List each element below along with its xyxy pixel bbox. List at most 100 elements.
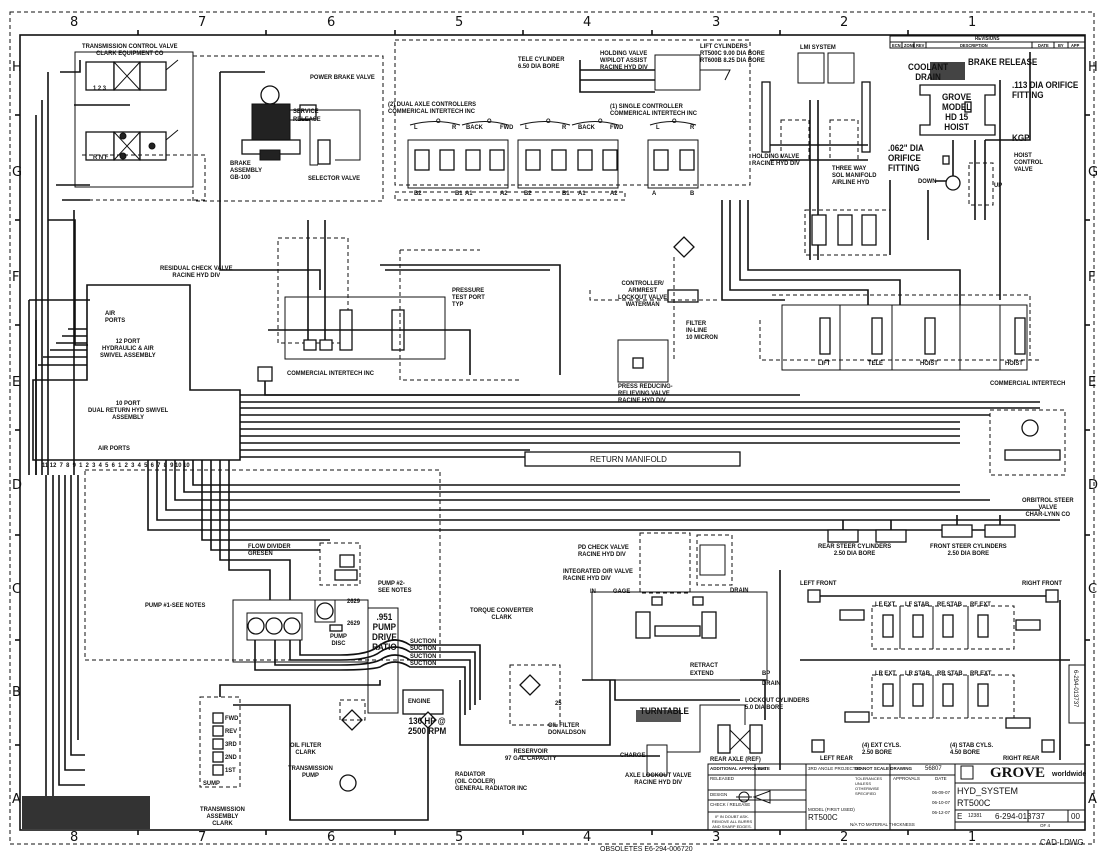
label-left-rear: LEFT REAR	[820, 755, 853, 762]
label-commercial-intertech-inc: COMMERCIAL INTERTECH INC	[287, 370, 374, 377]
residual-check-valve	[257, 366, 273, 382]
label-left-front: LEFT FRONT	[800, 580, 837, 587]
zone-col-7: 7	[198, 15, 207, 30]
transmission-assembly	[199, 680, 381, 820]
turntable-lockout	[520, 704, 763, 776]
label-holding-valve-pilot: HOLDING VALVE W/PILOT ASSIST RACINE HYD …	[600, 50, 648, 71]
label-tele-cylinder: TELE CYLINDER 6.50 DIA BORE	[518, 56, 565, 70]
zone-ticks	[15, 30, 1090, 835]
label-pump-disc: PUMP DISC	[330, 633, 347, 647]
label-rr-stab: RR STAB	[937, 670, 963, 677]
label-drain: DRAIN	[730, 587, 749, 594]
zone-row-d-right: D	[1088, 478, 1099, 493]
label-ratio-value-1: 2629	[347, 598, 361, 605]
label-drain-2: DRAIN	[762, 680, 781, 687]
ctrl2-right: FWD	[500, 124, 514, 131]
port-a2-2: A2	[610, 190, 618, 197]
pump-region-outline	[84, 469, 441, 661]
zone-row-h-right: H	[1088, 60, 1098, 75]
zone-col-2: 2	[840, 15, 849, 30]
integrated-or-valve	[582, 532, 768, 720]
outrigger-cylinders	[779, 570, 1070, 770]
label-lmi-system: LMI SYSTEM	[800, 44, 836, 51]
zone-col-6-bottom: 6	[327, 830, 336, 845]
rev-header-zone: ZONE	[904, 43, 916, 48]
tb-note: IF IN DOUBT ASK. REMOVE ALL BURRS AND SH…	[711, 814, 753, 829]
valve-section-hoist-2: HOIST	[1005, 360, 1023, 367]
zone-col-8: 8	[70, 15, 79, 30]
port-b2-2: B2	[524, 190, 532, 197]
zone-col-5-bottom: 5	[455, 830, 464, 845]
label-ext-cyls: (4) EXT CYLS. 2.50 BORE	[862, 742, 902, 756]
valve-section-lift: LIFT	[818, 360, 831, 367]
drawing-rev: 00	[1071, 812, 1080, 821]
zone-col-5: 5	[455, 15, 464, 30]
label-tcv-gears-2: R N F	[93, 154, 109, 161]
rev-header-app: APP	[1071, 43, 1080, 48]
ctrl5-left: L	[656, 124, 660, 131]
ctrl5-mid: O	[672, 118, 677, 125]
port-a: A	[652, 190, 657, 197]
ctrl3-right: R	[562, 124, 567, 131]
zone-row-a: A	[12, 792, 21, 807]
label-gear-1st: 1ST	[225, 767, 236, 774]
label-lf-ext: LF EXT	[875, 601, 896, 608]
label-lr-ext: LR EXT	[875, 670, 896, 677]
swivel-port-lines	[38, 328, 87, 816]
zone-col-1-bottom: 1	[968, 830, 977, 845]
label-swivel-12: 12 PORT HYDRAULIC & AIR SWIVEL ASSEMBLY	[100, 338, 156, 359]
label-retract: RETRACT	[690, 662, 718, 669]
outrigger-front-manifold	[871, 605, 1015, 650]
label-filter-25: 25	[555, 700, 562, 707]
label-rf-ext: RF EXT	[970, 601, 991, 608]
commercial-intertech-valve	[268, 220, 561, 381]
port-a2: A2	[500, 190, 508, 197]
zone-row-e: E	[12, 375, 21, 390]
swivel-output-lines	[240, 394, 1040, 458]
label-transmission-assembly: TRANSMISSION ASSEMBLY CLARK	[200, 806, 245, 827]
label-transmission-pump: TRANSMISSION PUMP	[288, 765, 333, 779]
drawing-frame	[19, 34, 1086, 831]
port-b2: B2	[414, 190, 422, 197]
label-suction-1: SUCTION	[410, 638, 437, 645]
ctrl5-right: R	[690, 124, 695, 131]
label-single-controller: (1) SINGLE CONTROLLER COMMERICAL INTERTE…	[610, 103, 697, 117]
zone-col-7-bottom: 7	[198, 830, 207, 845]
label-charge: CHARGE	[620, 752, 646, 759]
label-bp: BP	[762, 670, 771, 677]
right-valve-bank	[721, 80, 1040, 371]
ctrl4-mid: O	[598, 118, 603, 125]
tb-model-label: MODEL (FIRST USED)	[808, 807, 855, 812]
pumps	[232, 599, 399, 714]
label-up: UP	[994, 182, 1003, 189]
label-gear-fwd: FWD	[225, 715, 239, 722]
zone-col-4: 4	[583, 15, 592, 30]
drawing-sheet: OF 4	[1040, 823, 1051, 828]
radiator-symbol	[419, 711, 437, 729]
label-commercial-intertech: COMMERCIAL INTERTECH	[990, 380, 1066, 387]
company-suffix: worldwide	[1052, 771, 1087, 778]
label-axle-lockout: AXLE LOCKOUT VALVE RACINE HYD DIV	[625, 772, 692, 786]
label-transmission-control-valve: TRANSMISSION CONTROL VALVE CLARK EQUIPME…	[82, 43, 178, 57]
title-block	[707, 763, 1086, 831]
orbitrol-steer-valve	[989, 409, 1066, 476]
zone-col-2-bottom: 2	[840, 830, 849, 845]
tb-approvals: APPROVALS	[893, 776, 920, 781]
drawing-model: RT500C	[957, 798, 991, 808]
label-orifice-062: .062" DIA ORIFICE FITTING	[888, 143, 924, 173]
return-manifold	[524, 451, 741, 467]
label-lf-stab: LF STAB	[905, 601, 930, 608]
label-reservoir: RESERVOIR 97 GAL CAPACITY	[505, 748, 557, 762]
label-three-way-sol: THREE WAY SOL MANIFOLD AIRLINE HYD	[832, 165, 877, 186]
tb-check-release: CHECK / RELEASE	[710, 802, 751, 807]
label-rr-ext: RR EXT	[970, 670, 992, 677]
label-power-brake-valve: POWER BRAKE VALVE	[310, 74, 375, 81]
ctrl3-mid: O	[546, 118, 551, 125]
label-rear-axle: REAR AXLE (REF)	[710, 756, 761, 763]
ctrl4-left: BACK	[578, 124, 595, 131]
label-hoist: GROVE MODEL HD 15 HOIST	[942, 92, 972, 132]
label-swivel-10: 10 PORT DUAL RETURN HYD SWIVEL ASSEMBLY	[88, 400, 169, 421]
ctrl1-right: R	[452, 124, 457, 131]
label-gear-rev: REV	[225, 728, 238, 735]
